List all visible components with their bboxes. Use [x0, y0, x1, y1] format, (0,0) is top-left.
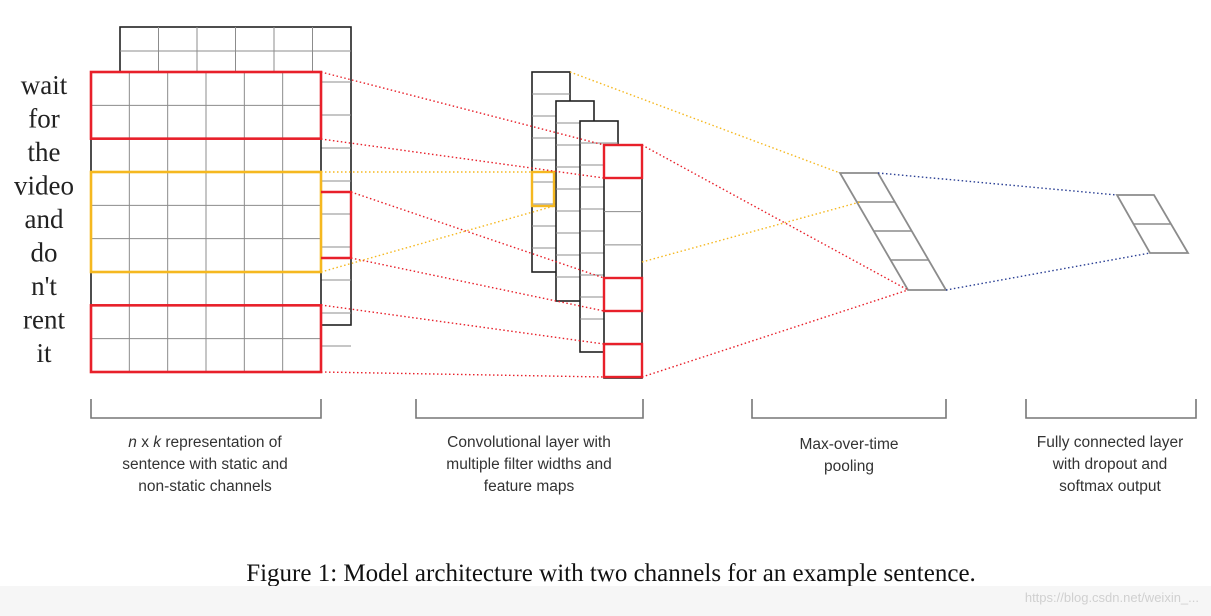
feature-cell-red-3 [602, 342, 644, 379]
connector-red [350, 257, 605, 312]
sentence-word: for [28, 104, 59, 134]
section-bracket [90, 399, 322, 419]
fully-connected-layer [1115, 194, 1190, 254]
sentence-word: video [14, 171, 74, 201]
filter-window-red-top [89, 70, 323, 140]
feature-cell-yellow [530, 170, 556, 208]
section-3-label-line-2: pooling [824, 458, 874, 475]
max-pooling-layer [838, 172, 948, 291]
sentence-word: n't [31, 271, 57, 301]
connector-red [350, 191, 605, 279]
sentence-word: rent [23, 305, 65, 335]
connection-lines [320, 71, 1151, 378]
connector-yellow [569, 71, 841, 174]
section-4-label-line-1: Fully connected layer [1037, 434, 1183, 451]
filter-window-red-bottom [89, 304, 323, 374]
connector-red [641, 144, 909, 291]
sentence-word: wait [21, 70, 68, 100]
connector-red [641, 289, 909, 378]
section-1-label-line-3: non-static channels [138, 478, 272, 495]
connector-yellow [641, 201, 861, 263]
connector-red [320, 71, 605, 146]
connector-red [320, 371, 605, 378]
section-4-label-line-2: with dropout and [1052, 456, 1168, 473]
sentence-word: do [31, 238, 58, 268]
feature-cell-red-1 [602, 143, 644, 180]
section-4-label-line-3: softmax output [1059, 478, 1161, 495]
section-2-label-line-3: feature maps [484, 478, 575, 495]
section-bracket [751, 399, 947, 419]
feature-cell-red-2 [602, 276, 644, 313]
embedding-matrix [89, 26, 353, 374]
sentence-word: it [36, 338, 52, 368]
section-1-label-line-1: n x k representation of [128, 434, 282, 451]
section-bracket [415, 399, 644, 419]
connector-red [320, 304, 605, 345]
sentence-word: and [25, 204, 64, 234]
figure-caption: Figure 1: Model architecture with two ch… [246, 560, 976, 587]
watermark-band [0, 586, 1211, 616]
section-2-label-line-2: multiple filter widths and [446, 456, 611, 473]
section-1-label-line-2: sentence with static and [122, 456, 287, 473]
sentence-word: the [28, 137, 61, 167]
filter-window-red-back [321, 190, 353, 260]
watermark: https://blog.csdn.net/weixin_... [1024, 590, 1199, 605]
section-brackets [90, 399, 1197, 419]
filter-window-yellow [89, 170, 323, 274]
section-bracket [1025, 399, 1197, 419]
connector-blue [877, 172, 1118, 196]
convolutional-layer [530, 71, 644, 379]
connector-blue [945, 252, 1151, 291]
connector-yellow [320, 205, 555, 273]
section-3-label-line-1: Max-over-time [799, 436, 898, 453]
section-2-label-line-1: Convolutional layer with [447, 434, 611, 451]
